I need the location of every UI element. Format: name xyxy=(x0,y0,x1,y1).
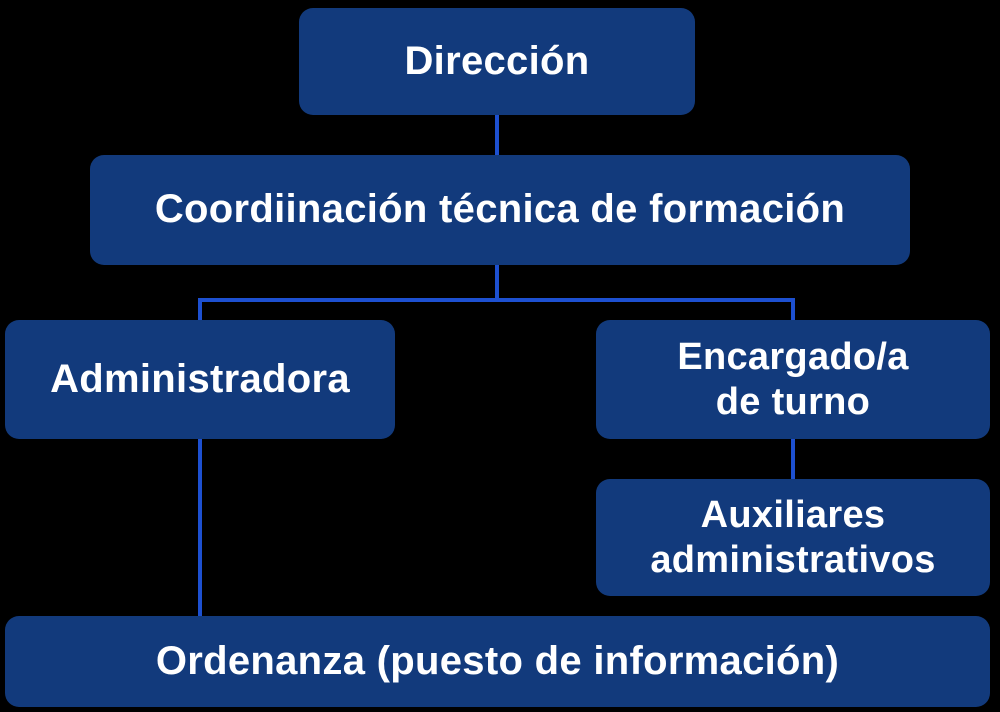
connector-administradora-ordenanza xyxy=(198,439,202,616)
node-administradora: Administradora xyxy=(5,320,395,439)
node-auxiliares-label: Auxiliares administrativos xyxy=(650,493,936,581)
connector-drop-encargado xyxy=(791,300,795,320)
node-ordenanza-label: Ordenanza (puesto de información) xyxy=(155,638,840,683)
node-direccion-label: Dirección xyxy=(404,38,590,83)
node-coordinacion-tecnica: Coordiinación técnica de formación xyxy=(90,155,910,265)
node-encargado-label: Encargado/a de turno xyxy=(677,335,909,423)
node-coordinacion-label: Coordiinación técnica de formación xyxy=(154,187,846,232)
node-direccion: Dirección xyxy=(299,8,695,115)
connector-branch-horizontal xyxy=(198,298,795,302)
node-auxiliares-administrativos: Auxiliares administrativos xyxy=(596,479,990,596)
node-ordenanza: Ordenanza (puesto de información) xyxy=(5,616,990,707)
node-encargado-de-turno: Encargado/a de turno xyxy=(596,320,990,439)
connector-drop-administradora xyxy=(198,300,202,320)
connector-direccion-coordinacion xyxy=(495,115,499,155)
node-administradora-label: Administradora xyxy=(50,356,350,401)
connector-coordinacion-stub xyxy=(495,265,499,300)
connector-encargado-auxiliares xyxy=(791,439,795,479)
